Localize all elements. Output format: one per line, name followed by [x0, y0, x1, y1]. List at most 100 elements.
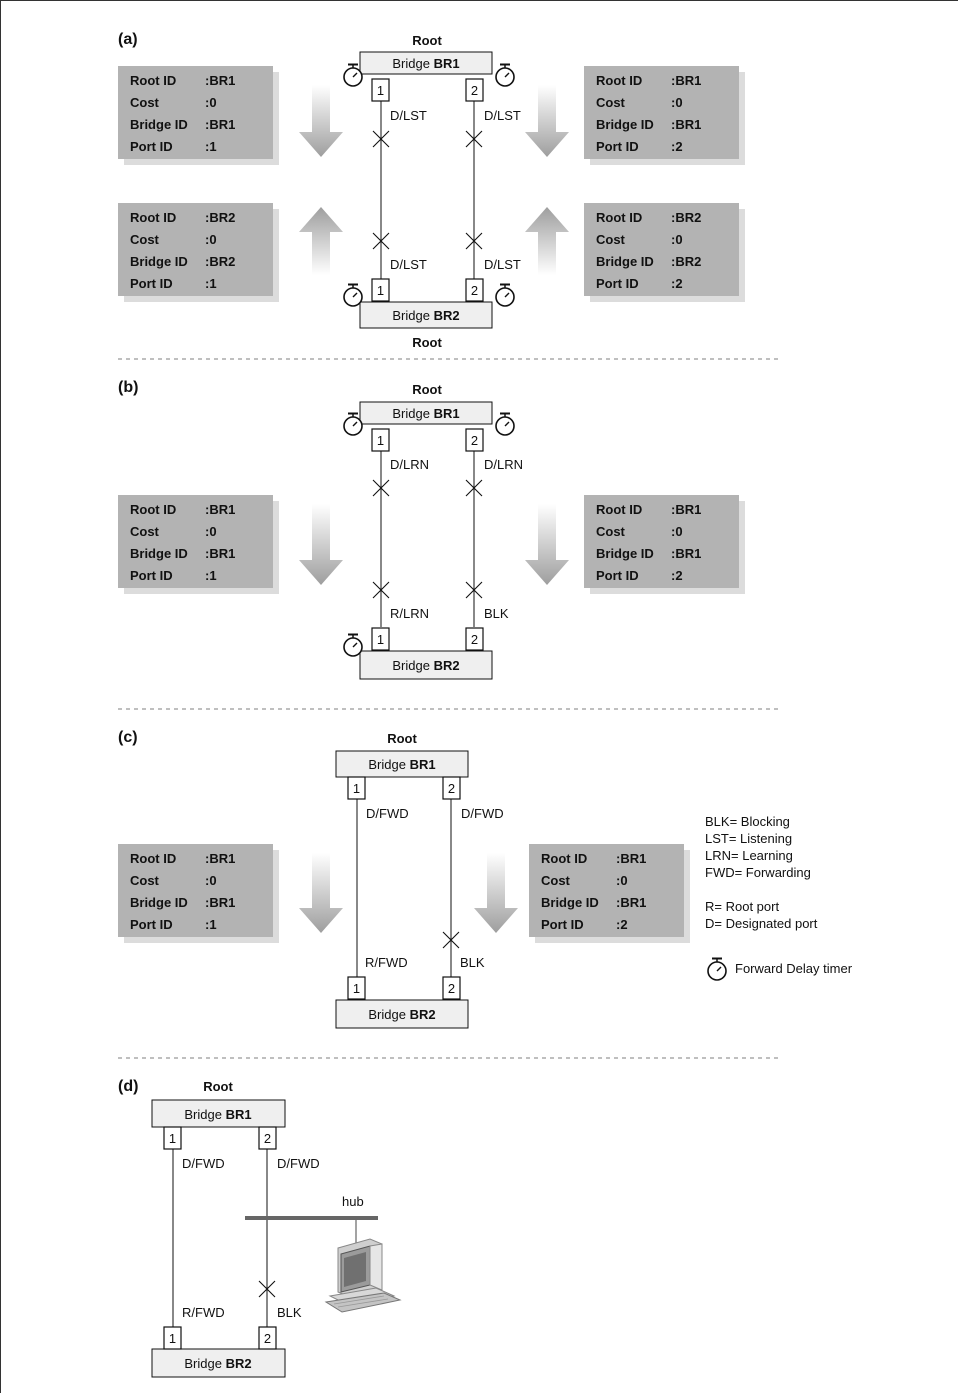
port-state: D/LST — [484, 108, 521, 123]
root-label: Root — [412, 382, 442, 397]
bpdu-arrow-down — [299, 85, 343, 157]
svg-text:Cost: Cost — [596, 524, 626, 539]
svg-text::2: :2 — [671, 568, 683, 583]
bpdu-arrow-down — [299, 504, 343, 585]
legend-state: BLK= Blocking — [705, 814, 790, 829]
bridge-br2: Bridge BR2 — [336, 1000, 468, 1028]
svg-text::BR2: :BR2 — [671, 210, 701, 225]
root-label: Root — [203, 1079, 233, 1094]
section-d: (d) Root Bridge BR1 1 2 D/FWD D/FWD hub — [118, 1078, 400, 1377]
port-state: BLK — [277, 1305, 302, 1320]
bpdu-box: Root ID:BR1 Cost:0 Bridge ID:BR1 Port ID… — [584, 495, 745, 594]
legend-timer: Forward Delay timer — [735, 961, 853, 976]
svg-text:Bridge BR1: Bridge BR1 — [368, 757, 435, 772]
port-state: D/FWD — [461, 806, 504, 821]
svg-text:Port ID: Port ID — [130, 276, 173, 291]
bridge-br1-port-2: 2 — [466, 79, 483, 101]
port-state: D/LRN — [484, 457, 523, 472]
legend-role: D= Designated port — [705, 916, 818, 931]
svg-text::BR1: :BR1 — [671, 73, 701, 88]
svg-text:Bridge BR2: Bridge BR2 — [392, 658, 459, 673]
svg-text:Bridge ID: Bridge ID — [130, 254, 188, 269]
svg-text::1: :1 — [205, 139, 217, 154]
svg-text::BR2: :BR2 — [205, 254, 235, 269]
svg-text:1: 1 — [377, 83, 384, 98]
bridge-br1-port-1: 1 — [164, 1127, 181, 1149]
bridge-br1: Bridge BR1 — [336, 751, 468, 777]
bridge-br2-port-2: 2 — [466, 628, 483, 650]
section-a: (a) Root Bridge BR1 1 2 D/LST D/LST D/LS… — [118, 31, 745, 350]
svg-text::BR2: :BR2 — [205, 210, 235, 225]
svg-text:2: 2 — [471, 283, 478, 298]
computer-icon — [326, 1239, 400, 1312]
port-state: D/FWD — [366, 806, 409, 821]
svg-text:2: 2 — [471, 632, 478, 647]
bpdu-arrow-down — [299, 853, 343, 933]
svg-text:Bridge ID: Bridge ID — [130, 895, 188, 910]
bridge-br1-port-1: 1 — [372, 429, 389, 451]
svg-text:Bridge ID: Bridge ID — [130, 117, 188, 132]
section-b: (b) Root Bridge BR1 1 2 D/LRN D/LRN R/LR… — [118, 379, 745, 679]
svg-text::BR1: :BR1 — [671, 546, 701, 561]
svg-text:Cost: Cost — [541, 873, 571, 888]
port-state: D/FWD — [277, 1156, 320, 1171]
port-state: R/LRN — [390, 606, 429, 621]
bridge-br1: Bridge BR1 — [360, 52, 492, 74]
svg-text:Bridge ID: Bridge ID — [596, 546, 654, 561]
svg-text::BR1: :BR1 — [205, 895, 235, 910]
timer-icon — [344, 65, 362, 87]
bridge-br2-port-2: 2 — [466, 279, 483, 301]
svg-text::0: :0 — [205, 95, 217, 110]
bpdu-box: Root ID:BR1 Cost:0 Bridge ID:BR1 Port ID… — [118, 66, 279, 165]
port-state: BLK — [484, 606, 509, 621]
svg-text::0: :0 — [205, 524, 217, 539]
svg-text:Port ID: Port ID — [596, 139, 639, 154]
svg-text:Bridge ID: Bridge ID — [541, 895, 599, 910]
svg-text::1: :1 — [205, 917, 217, 932]
bridge-br2: Bridge BR2 — [360, 651, 492, 679]
svg-text:2: 2 — [264, 1131, 271, 1146]
root-label: Root — [387, 731, 417, 746]
bridge-br2: Bridge BR2 — [152, 1349, 285, 1377]
svg-text::BR1: :BR1 — [671, 117, 701, 132]
timer-icon — [496, 414, 514, 436]
svg-text::0: :0 — [205, 873, 217, 888]
svg-text::1: :1 — [205, 568, 217, 583]
svg-text::0: :0 — [205, 232, 217, 247]
timer-icon — [344, 635, 362, 657]
port-state: D/LST — [484, 257, 521, 272]
svg-text:1: 1 — [377, 433, 384, 448]
port-state: R/FWD — [365, 955, 408, 970]
svg-text:Root ID: Root ID — [130, 851, 176, 866]
svg-text:Port ID: Port ID — [130, 917, 173, 932]
port-state: D/LST — [390, 257, 427, 272]
section-c: (c) Root Bridge BR1 1 2 D/FWD D/FWD R/FW… — [118, 729, 853, 1028]
timer-icon — [708, 959, 726, 981]
svg-text:Root ID: Root ID — [596, 73, 642, 88]
bpdu-box: Root ID:BR1 Cost:0 Bridge ID:BR1 Port ID… — [584, 66, 745, 165]
svg-text:Root ID: Root ID — [130, 73, 176, 88]
section-label: (a) — [118, 31, 138, 48]
timer-icon — [496, 285, 514, 307]
svg-text::BR1: :BR1 — [616, 851, 646, 866]
svg-text:Port ID: Port ID — [596, 568, 639, 583]
bpdu-box: Root ID:BR1 Cost:0 Bridge ID:BR1 Port ID… — [118, 495, 279, 594]
svg-text:Cost: Cost — [596, 95, 626, 110]
svg-text::0: :0 — [671, 232, 683, 247]
timer-icon — [344, 285, 362, 307]
bridge-br1-port-1: 1 — [348, 777, 365, 799]
legend-role: R= Root port — [705, 899, 779, 914]
timer-icon — [496, 65, 514, 87]
bridge-br2-port-2: 2 — [443, 977, 460, 999]
svg-text:Root ID: Root ID — [596, 502, 642, 517]
svg-text:1: 1 — [377, 632, 384, 647]
bridge-br1: Bridge BR1 — [152, 1100, 285, 1127]
svg-text:2: 2 — [448, 981, 455, 996]
svg-text::2: :2 — [671, 139, 683, 154]
svg-text:Cost: Cost — [130, 524, 160, 539]
root-label: Root — [412, 33, 442, 48]
port-state: D/FWD — [182, 1156, 225, 1171]
svg-text:Root ID: Root ID — [541, 851, 587, 866]
svg-text:Cost: Cost — [130, 232, 160, 247]
